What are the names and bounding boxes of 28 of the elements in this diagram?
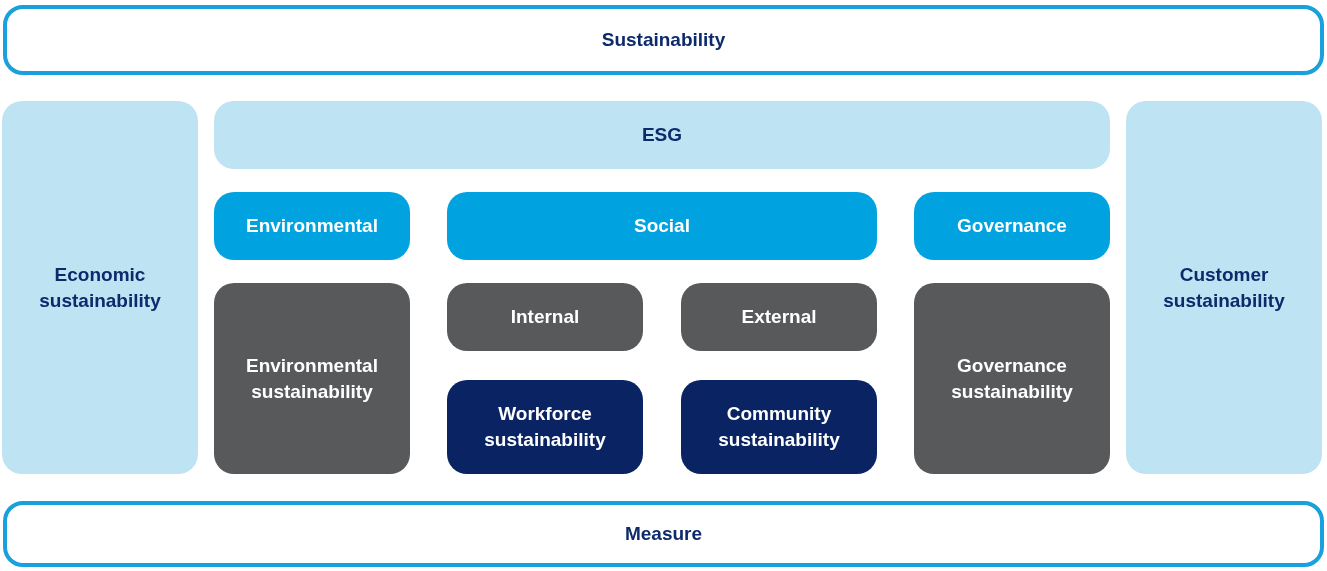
box-label: Social [634, 214, 690, 238]
box-label: Sustainability [601, 28, 726, 52]
box-label: External [741, 305, 817, 329]
box-label: Community sustainability [717, 402, 841, 452]
box-label: Environmental [246, 214, 378, 238]
outline-banner [3, 501, 1324, 567]
box-label: ESG [641, 123, 683, 147]
box-label: Governance [957, 214, 1067, 238]
area-box [447, 283, 643, 351]
box-label: Measure [624, 522, 703, 546]
category-panel [1126, 101, 1322, 474]
category-panel [214, 101, 1110, 169]
outcome-box [447, 380, 643, 474]
pillar-box [214, 192, 410, 260]
box-label: Environmental sustainability [245, 353, 379, 404]
area-box [914, 283, 1110, 474]
area-box [214, 283, 410, 474]
box-label: Internal [510, 305, 580, 329]
box-label: Workforce sustainability [483, 402, 607, 452]
box-label: Customer sustainability [1162, 262, 1286, 313]
outline-banner [3, 5, 1324, 75]
area-box [681, 283, 877, 351]
pillar-box [914, 192, 1110, 260]
pillar-box [447, 192, 877, 260]
category-panel [2, 101, 198, 474]
outcome-box [681, 380, 877, 474]
box-label: Economic sustainability [38, 262, 162, 313]
box-label: Governance sustainability [950, 353, 1074, 404]
